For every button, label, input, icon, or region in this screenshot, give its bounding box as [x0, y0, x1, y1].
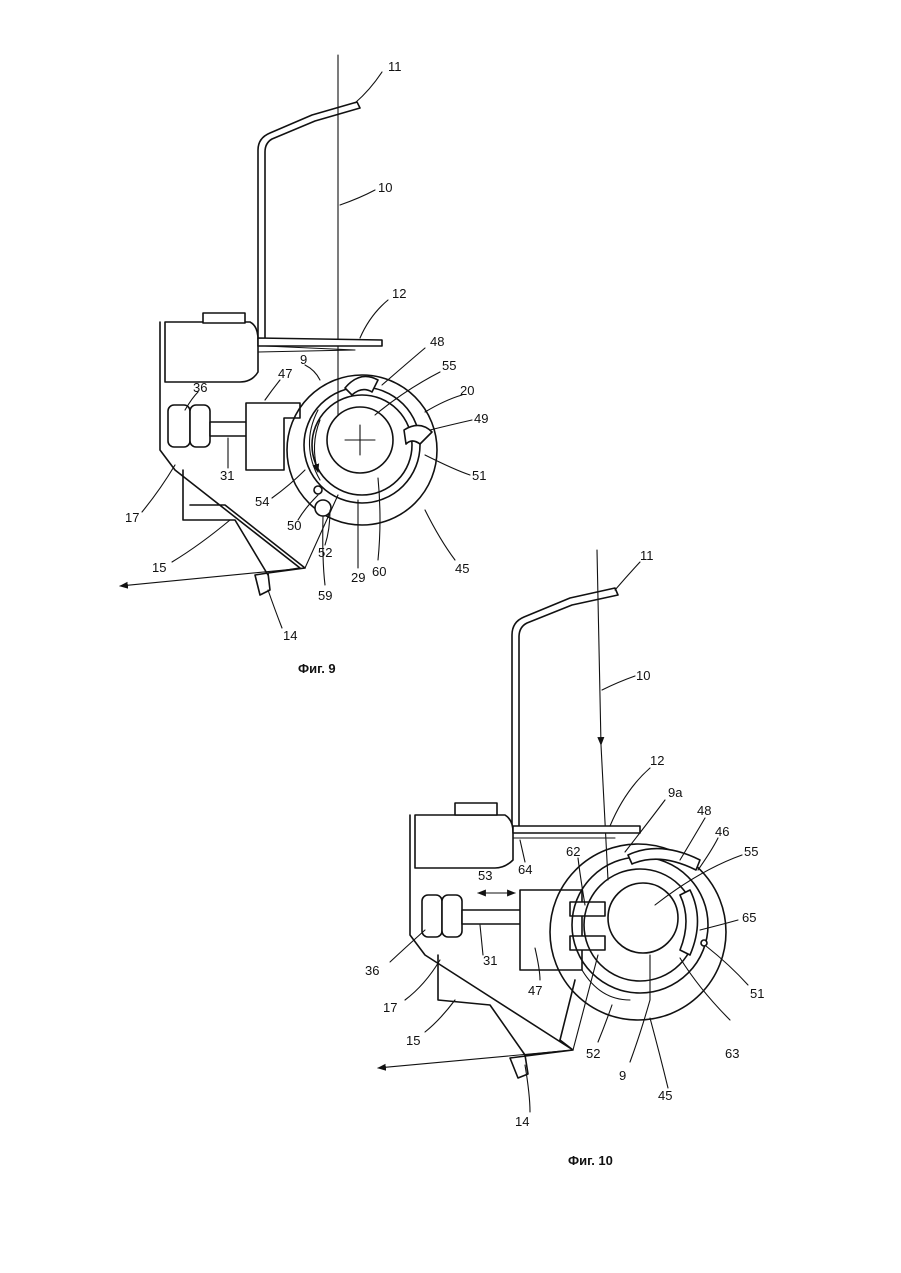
caption-fig10: Фиг. 10 — [568, 1153, 613, 1168]
label-51-fig10: 51 — [750, 986, 764, 1001]
label-31-fig9: 31 — [220, 468, 234, 483]
arc-52-fig10 — [582, 970, 630, 1000]
catch-49-fig9 — [404, 425, 432, 444]
thread-exit-fig9 — [120, 568, 305, 586]
label-63-fig10: 63 — [725, 1046, 739, 1061]
label-62-fig10: 62 — [566, 844, 580, 859]
nut-36b-fig9 — [190, 405, 210, 447]
guide-bracket-fig10 — [512, 588, 618, 830]
label-11-fig9: 11 — [388, 59, 402, 74]
label-36-fig10: 36 — [365, 963, 379, 978]
housing-block-fig9 — [165, 322, 258, 382]
segment-65-fig10 — [680, 890, 698, 955]
pin-51-fig10 — [701, 940, 707, 946]
label-20-fig9: 20 — [460, 383, 474, 398]
label-10-fig10: 10 — [636, 668, 650, 683]
label-50-fig9: 50 — [287, 518, 301, 533]
label-60-fig9: 60 — [372, 564, 386, 579]
plate-12-fig10 — [513, 826, 640, 833]
label-47-fig10: 47 — [528, 983, 542, 998]
label-14-fig9: 14 — [283, 628, 297, 643]
guide-bracket-fig9 — [258, 102, 360, 340]
pin-59-fig9 — [315, 500, 331, 516]
figure-9: 11 10 12 48 55 20 49 51 9 47 36 31 17 54… — [120, 55, 488, 676]
label-14-fig10: 14 — [515, 1114, 529, 1129]
frame-vertical-fig10 — [560, 980, 575, 1040]
label-45-fig10: 45 — [658, 1088, 672, 1103]
screw-head-fig10 — [455, 803, 497, 815]
latch-48-fig10 — [628, 849, 700, 870]
label-15-fig10: 15 — [406, 1033, 420, 1048]
label-54-fig9: 54 — [255, 494, 269, 509]
label-65-fig10: 65 — [742, 910, 756, 925]
label-11-fig10: 11 — [640, 548, 654, 563]
label-36-fig9: 36 — [193, 380, 207, 395]
nut-36a-fig9 — [168, 405, 190, 447]
label-46-fig10: 46 — [715, 824, 729, 839]
bolt-31-fig9 — [210, 422, 250, 436]
label-9a-fig10: 9a — [668, 785, 683, 800]
thread-line-fig10 — [597, 550, 601, 745]
housing-block-fig10 — [415, 815, 513, 868]
label-52-fig10: 52 — [586, 1046, 600, 1061]
nut-36b-fig10 — [442, 895, 462, 937]
figure-10: 11 10 12 9a 48 46 55 62 53 64 65 36 31 4… — [365, 548, 764, 1168]
label-64-fig10: 64 — [518, 862, 532, 877]
pin-50-fig9 — [314, 486, 322, 494]
label-47-fig9: 47 — [278, 366, 292, 381]
label-17-fig10: 17 — [383, 1000, 397, 1015]
latch-48-fig9 — [345, 376, 378, 395]
label-52-fig9: 52 — [318, 545, 332, 560]
label-29-fig9: 29 — [351, 570, 365, 585]
slide-block-47-fig9 — [246, 403, 300, 470]
label-9-fig10: 9 — [619, 1068, 626, 1083]
caption-fig9: Фиг. 9 — [298, 661, 336, 676]
label-48-fig10: 48 — [697, 803, 711, 818]
thread-line-lower-fig10 — [601, 745, 608, 880]
label-59-fig9: 59 — [318, 588, 332, 603]
label-15-fig9: 15 — [152, 560, 166, 575]
bolt-31-fig10 — [462, 910, 522, 924]
center-hub-55-fig10 — [608, 883, 678, 953]
screw-head-fig9 — [203, 313, 245, 323]
label-55-fig9: 55 — [442, 358, 456, 373]
label-53-fig10: 53 — [478, 868, 492, 883]
label-31-fig10: 31 — [483, 953, 497, 968]
label-45-fig9: 45 — [455, 561, 469, 576]
label-9-fig9: 9 — [300, 352, 307, 367]
label-49-fig9: 49 — [474, 411, 488, 426]
label-48-fig9: 48 — [430, 334, 444, 349]
label-10-fig9: 10 — [378, 180, 392, 195]
label-55-fig10: 55 — [744, 844, 758, 859]
label-12-fig10: 12 — [650, 753, 664, 768]
plate-12-fig9 — [258, 338, 382, 346]
label-17-fig9: 17 — [125, 510, 139, 525]
label-12-fig9: 12 — [392, 286, 406, 301]
label-51-fig9: 51 — [472, 468, 486, 483]
